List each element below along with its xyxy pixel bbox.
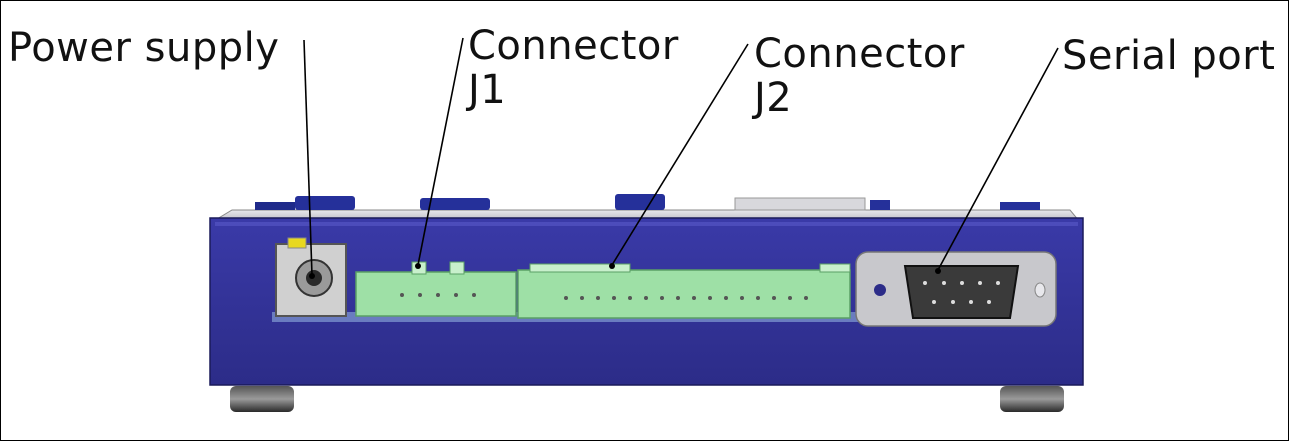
pointer-connector-j2 bbox=[609, 263, 615, 269]
pointer-serial-port bbox=[935, 268, 941, 274]
connector-j1 bbox=[355, 261, 517, 317]
label-connector-j1-line1: Connector bbox=[468, 23, 679, 69]
label-connector-j2-line1: Connector bbox=[754, 31, 965, 77]
pointer-connector-j1 bbox=[415, 263, 421, 269]
pointer-power-supply bbox=[309, 273, 315, 279]
leader-connector-j2 bbox=[611, 43, 749, 266]
label-serial-port: Serial port bbox=[1062, 33, 1276, 79]
device-feet bbox=[230, 386, 1064, 412]
label-connector-j2-line2: J2 bbox=[754, 75, 793, 121]
label-connector-j1-line2: J1 bbox=[468, 67, 507, 113]
label-power-supply: Power supply bbox=[8, 25, 280, 71]
leader-serial-port bbox=[937, 47, 1059, 271]
leader-power-supply bbox=[303, 39, 313, 276]
connector-j2 bbox=[517, 263, 851, 319]
leader-connector-j1 bbox=[417, 37, 464, 266]
serial-port bbox=[855, 251, 1057, 327]
